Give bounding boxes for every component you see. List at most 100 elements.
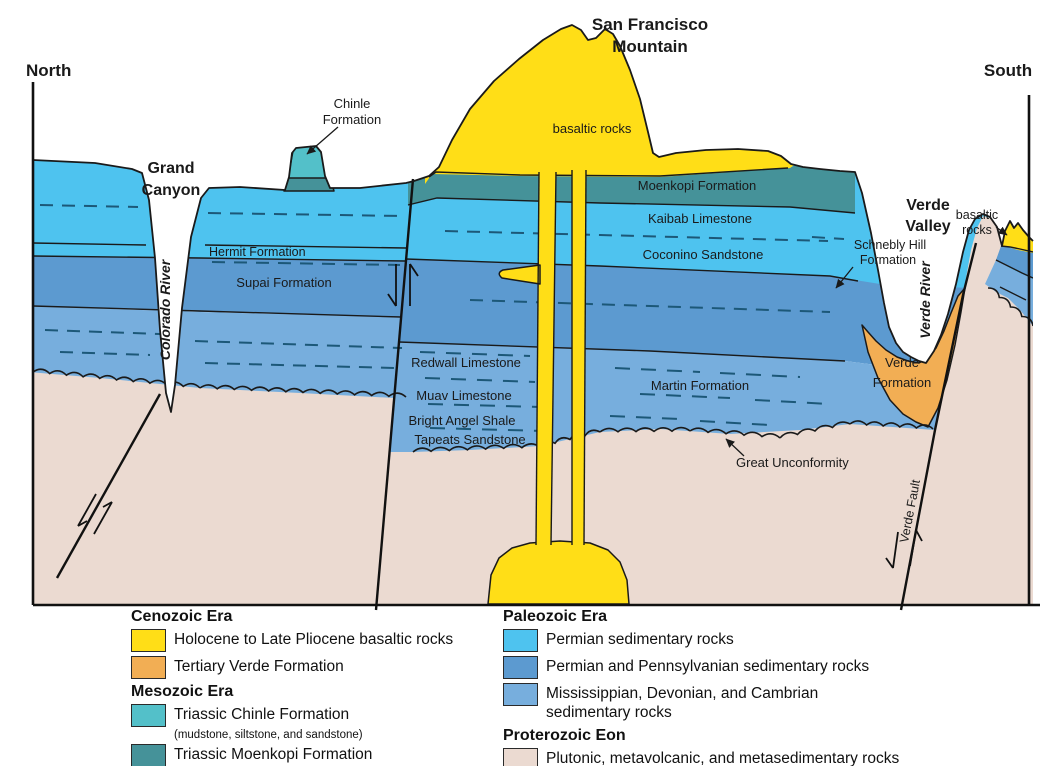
layer-moenkopi — [408, 165, 855, 213]
label-verde-river: Verde River — [917, 260, 933, 339]
great-unconformity-line — [689, 427, 781, 439]
basement-central — [377, 424, 935, 605]
legend-swatch-permian-penn — [503, 656, 538, 679]
bedding-dash — [419, 351, 531, 357]
legend-item-chinle: Triassic Chinle Formation — [131, 704, 453, 727]
fault-central — [374, 178, 415, 611]
bedding-dash — [609, 415, 681, 420]
label-redwall-limestone: Redwall Limestone — [411, 355, 521, 370]
legend-header-cenozoic: Cenozoic Era — [131, 608, 233, 625]
label-supai-formation: Supai Formation — [236, 275, 331, 290]
bedding-dash — [204, 362, 396, 369]
bedding-dash — [444, 230, 829, 242]
knob-permian-penn-band — [996, 246, 1033, 279]
great-unconformity-line — [779, 421, 851, 439]
label-grand-canyon: Canyon — [142, 182, 201, 199]
basaltic-right-leader-arrow — [995, 226, 1008, 236]
label-north: North — [26, 61, 71, 80]
bedding-dash — [719, 372, 801, 378]
legend-item-label: Tertiary Verde Formation — [174, 658, 344, 675]
legend-swatch-proterozoic — [503, 747, 538, 766]
legend-item-label: Permian sedimentary rocks — [546, 631, 734, 648]
legend-item-label-line1: Mississippian, Devonian, and Cambrian — [546, 685, 819, 702]
legend-swatch-moenkopi — [131, 744, 166, 766]
mdc-top-line-south — [398, 341, 846, 362]
label-tapeats-sandstone: Tapeats Sandstone — [414, 432, 525, 447]
legend-item-label-line2: sedimentary rocks — [546, 704, 672, 722]
label-basaltic-rocks: basaltic rocks — [553, 121, 632, 136]
legend-item-mississippian-devonian-cambrian: Mississippian, Devonian, and Cambrian se… — [503, 683, 899, 723]
schnebly-leader-arrow — [835, 266, 854, 289]
knob-inner-line — [999, 286, 1027, 301]
knob-basalt-base-line — [1000, 245, 1033, 253]
supai-top-line-north — [33, 255, 406, 262]
basalt-sill — [498, 264, 541, 285]
legend-item-basaltic-rocks: Holocene to Late Pliocene basaltic rocks — [131, 629, 453, 652]
label-kaibab-limestone: Kaibab Limestone — [648, 211, 752, 226]
legend-header-paleozoic: Paleozoic Era — [503, 608, 608, 625]
label-schnebly-hill: Formation — [860, 253, 916, 267]
bedding-dash — [754, 399, 831, 405]
label-muav-limestone: Muav Limestone — [416, 388, 511, 403]
terrain-profile-outline — [32, 24, 1034, 413]
bedding-dash — [59, 351, 151, 356]
bedding-dash — [811, 236, 845, 240]
great-unconformity-line — [849, 420, 934, 430]
bedding-dash — [429, 427, 546, 432]
great-unconformity-line — [199, 384, 407, 398]
legend-item-note: (mudstone, siltstone, and sandstone) — [174, 729, 363, 741]
legend-swatch-mdc — [503, 683, 538, 706]
label-basaltic-rocks-right: basaltic — [956, 208, 998, 222]
label-verde-formation: Formation — [873, 375, 932, 390]
hermit-top-line-west — [33, 242, 147, 246]
fault-motion-arrows-northwest — [77, 493, 113, 535]
legend-item-label: Mississippian, Devonian, and Cambrian se… — [546, 683, 818, 723]
basalt-dike — [572, 170, 586, 548]
legend-header-mesozoic: Mesozoic Era — [131, 683, 234, 700]
label-coconino-sandstone: Coconino Sandstone — [643, 247, 764, 262]
label-colorado-river: Colorado River — [157, 258, 173, 360]
label-san-francisco-mountain: Mountain — [612, 37, 688, 56]
label-verde-valley: Verde — [906, 197, 950, 214]
label-san-francisco-mountain: San Francisco — [592, 15, 708, 34]
legend-swatch-chinle — [131, 704, 166, 727]
legend-item-label: Plutonic, metavolcanic, and metasediment… — [546, 749, 900, 766]
knob-unconformity-line — [987, 287, 1033, 327]
basalt-dike — [536, 170, 556, 548]
basalt-magma-body — [487, 540, 630, 605]
label-basaltic-rocks-right: rocks — [962, 223, 992, 237]
legend-item-label: Holocene to Late Pliocene basaltic rocks — [174, 631, 454, 648]
legend-item-label: Triassic Moenkopi Formation — [174, 746, 373, 763]
great-unconformity-line — [412, 443, 541, 453]
layer-supai-north — [33, 256, 405, 317]
legend-column-right: Paleozoic Era Permian sedimentary rocks … — [503, 606, 899, 766]
great-unconformity-line — [599, 426, 691, 433]
moenkopi-base-line — [407, 197, 856, 214]
legend-swatch-verde — [131, 656, 166, 679]
knob-mdc-band — [985, 260, 1033, 326]
fault-motion-arrows-verde — [885, 529, 923, 569]
basement-northwest — [33, 372, 394, 605]
bedding-dash — [699, 420, 771, 426]
bedding-dash — [469, 299, 831, 313]
label-verde-formation: Verde — [885, 355, 919, 370]
dike-outline — [583, 169, 587, 546]
fault-motion-arrows-central — [387, 263, 419, 307]
label-moenkopi-formation: Moenkopi Formation — [638, 178, 757, 193]
bedding-dash — [424, 377, 536, 383]
dike-outline — [535, 171, 540, 546]
label-chinle-formation: Chinle — [334, 96, 371, 111]
legend-header-proterozoic: Proterozoic Eon — [503, 726, 626, 744]
label-verde-valley: Valley — [905, 218, 950, 235]
bedding-dash — [194, 340, 403, 349]
legend-item-permian: Permian sedimentary rocks — [503, 629, 899, 652]
bedding-dash — [207, 212, 403, 217]
label-chinle-formation: Formation — [323, 112, 382, 127]
label-south: South — [984, 61, 1032, 80]
label-martin-formation: Martin Formation — [651, 378, 749, 393]
legend-column-left: Cenozoic Era Holocene to Late Pliocene b… — [131, 606, 453, 766]
unconformity-leader-arrow — [725, 438, 745, 457]
legend-swatch-permian — [503, 629, 538, 652]
